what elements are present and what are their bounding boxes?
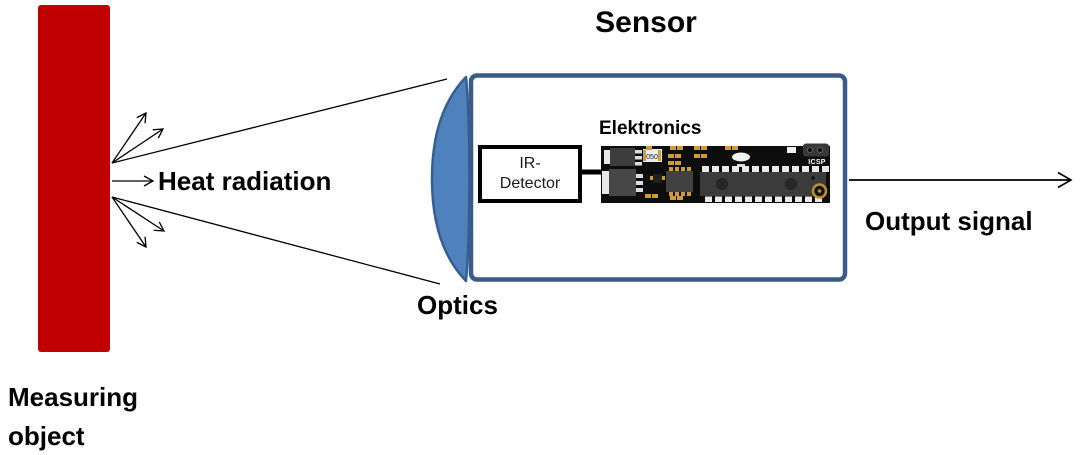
radiation-arrow-up-1 bbox=[111, 111, 147, 164]
pcb-transistor-top bbox=[604, 148, 642, 166]
radiation-arrow-down-2 bbox=[111, 196, 147, 249]
ir-detector-box: IR- Detector bbox=[478, 145, 582, 203]
ir-detector-label-line2: Detector bbox=[499, 175, 561, 192]
radiation-arrow-up-2 bbox=[111, 128, 165, 164]
pcb-resistor-marking: 050 bbox=[646, 154, 658, 161]
pcb-resistor: 050 bbox=[643, 149, 662, 162]
optics-label: Optics bbox=[417, 290, 498, 320]
sensor-title: Sensor bbox=[595, 6, 697, 39]
pcb-small-component bbox=[650, 174, 665, 183]
output-signal-label: Output signal bbox=[865, 206, 1033, 236]
lens-shape bbox=[430, 75, 471, 283]
pcb-crystal bbox=[732, 152, 750, 167]
pcb-pads bbox=[645, 146, 738, 200]
heat-radiation-label: Heat radiation bbox=[158, 166, 332, 196]
radiation-cone-line-bottom bbox=[111, 196, 441, 285]
pcb-soic-chip bbox=[666, 167, 693, 196]
pcb-icsp-header: ICSP bbox=[787, 143, 829, 166]
measuring-object-label: Measuring object bbox=[8, 382, 139, 451]
pcb-transistor-bottom bbox=[602, 169, 643, 196]
icsp-label: ICSP bbox=[808, 159, 826, 166]
elektronics-label: Elektronics bbox=[599, 118, 702, 139]
radiation-cone-line-top bbox=[111, 78, 448, 164]
pcb-image: 050 bbox=[601, 143, 830, 203]
ir-detector-label-line1: IR- bbox=[519, 155, 541, 172]
pcb-gold-pad bbox=[811, 183, 828, 199]
radiation-arrow-down-1 bbox=[111, 196, 166, 232]
pcb-dip-chip bbox=[700, 166, 829, 202]
measuring-object-shape bbox=[38, 5, 110, 352]
